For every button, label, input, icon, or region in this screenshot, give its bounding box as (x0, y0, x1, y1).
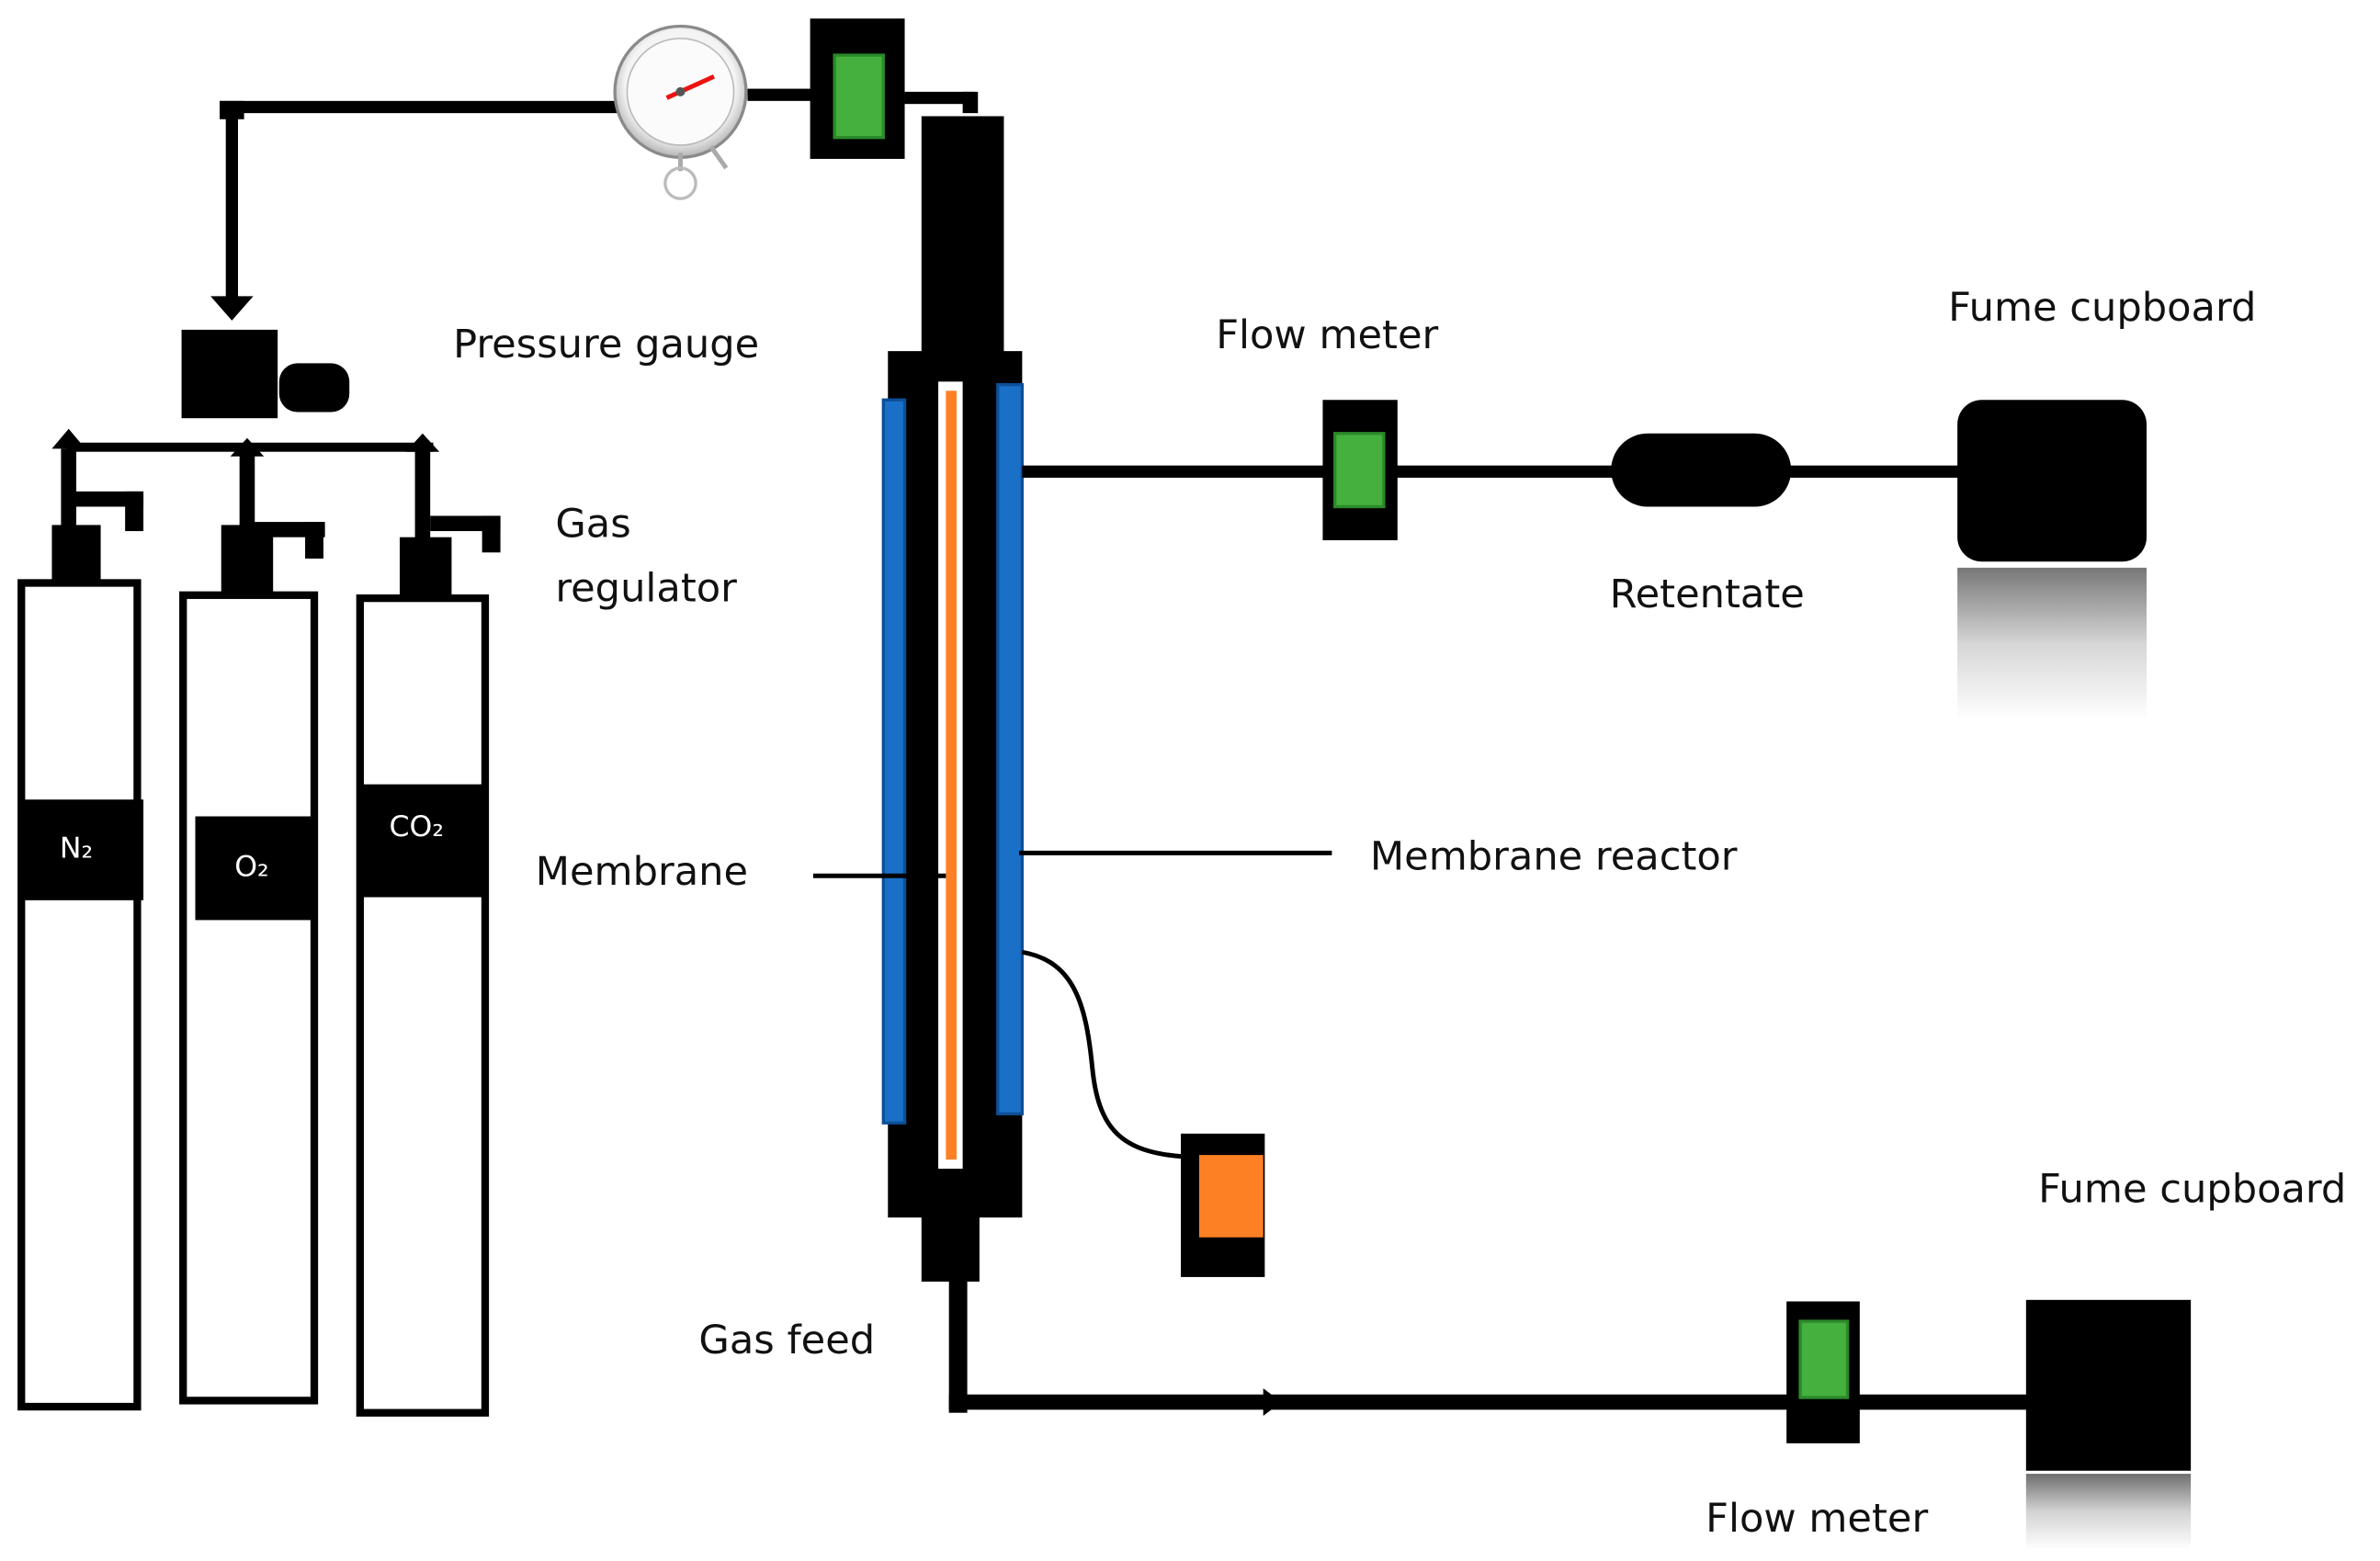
pipe (747, 88, 815, 101)
pipe-retentate (1022, 465, 1968, 478)
pressure-gauge-icon (613, 24, 748, 200)
pipe-permeate (948, 1278, 2033, 1416)
cylinder-gas-label: O₂ (234, 850, 268, 883)
cylinder-gas-label: CO₂ (390, 810, 444, 843)
temperature-controller (1181, 1133, 1265, 1277)
cylinder-gas-label: N₂ (60, 831, 93, 865)
gas-cylinder-co2: CO₂ (356, 515, 501, 1417)
gas-cylinder-n2: N₂ (17, 491, 144, 1411)
retentate-vessel (1611, 433, 1792, 507)
arrow-up-icon (405, 433, 440, 452)
label-flow-meter-top: Flow meter (1216, 312, 1438, 358)
feed-pipe-top (210, 100, 620, 321)
arrow-up-icon (51, 428, 85, 449)
flow-meter-retentate (1322, 400, 1398, 541)
label-flow-meter-bottom: Flow meter (1706, 1496, 1928, 1542)
flow-meter-feed (810, 18, 979, 159)
label-fume-cupboard-top: Fume cupboard (1948, 285, 2256, 331)
gas-regulator (181, 329, 350, 419)
label-membrane-reactor: Membrane reactor (1370, 834, 1738, 880)
flow-meter-permeate (1786, 1301, 1860, 1443)
gas-manifold (51, 428, 440, 544)
label-pressure-gauge: Pressure gauge (453, 322, 759, 368)
membrane-reactor (881, 116, 1025, 1282)
thermocouple-wire (1021, 949, 1183, 1159)
gas-cylinder-o2: O₂ (179, 522, 325, 1405)
label-retentate: Retentate (1610, 571, 1805, 617)
fume-cupboard-top (1957, 400, 2147, 720)
arrow-right-icon (1263, 1388, 1282, 1416)
label-membrane: Membrane (536, 849, 748, 895)
arrow-up-icon (230, 437, 265, 457)
label-gas-regulator-1: Gas (555, 502, 630, 548)
label-fume-cupboard-bottom: Fume cupboard (2038, 1167, 2346, 1213)
membrane-tube (946, 390, 957, 1160)
arrow-down-icon (210, 296, 254, 321)
fume-cupboard-bottom (2025, 1299, 2192, 1551)
label-gas-regulator-2: regulator (555, 565, 737, 611)
label-gas-feed: Gas feed (698, 1318, 875, 1363)
